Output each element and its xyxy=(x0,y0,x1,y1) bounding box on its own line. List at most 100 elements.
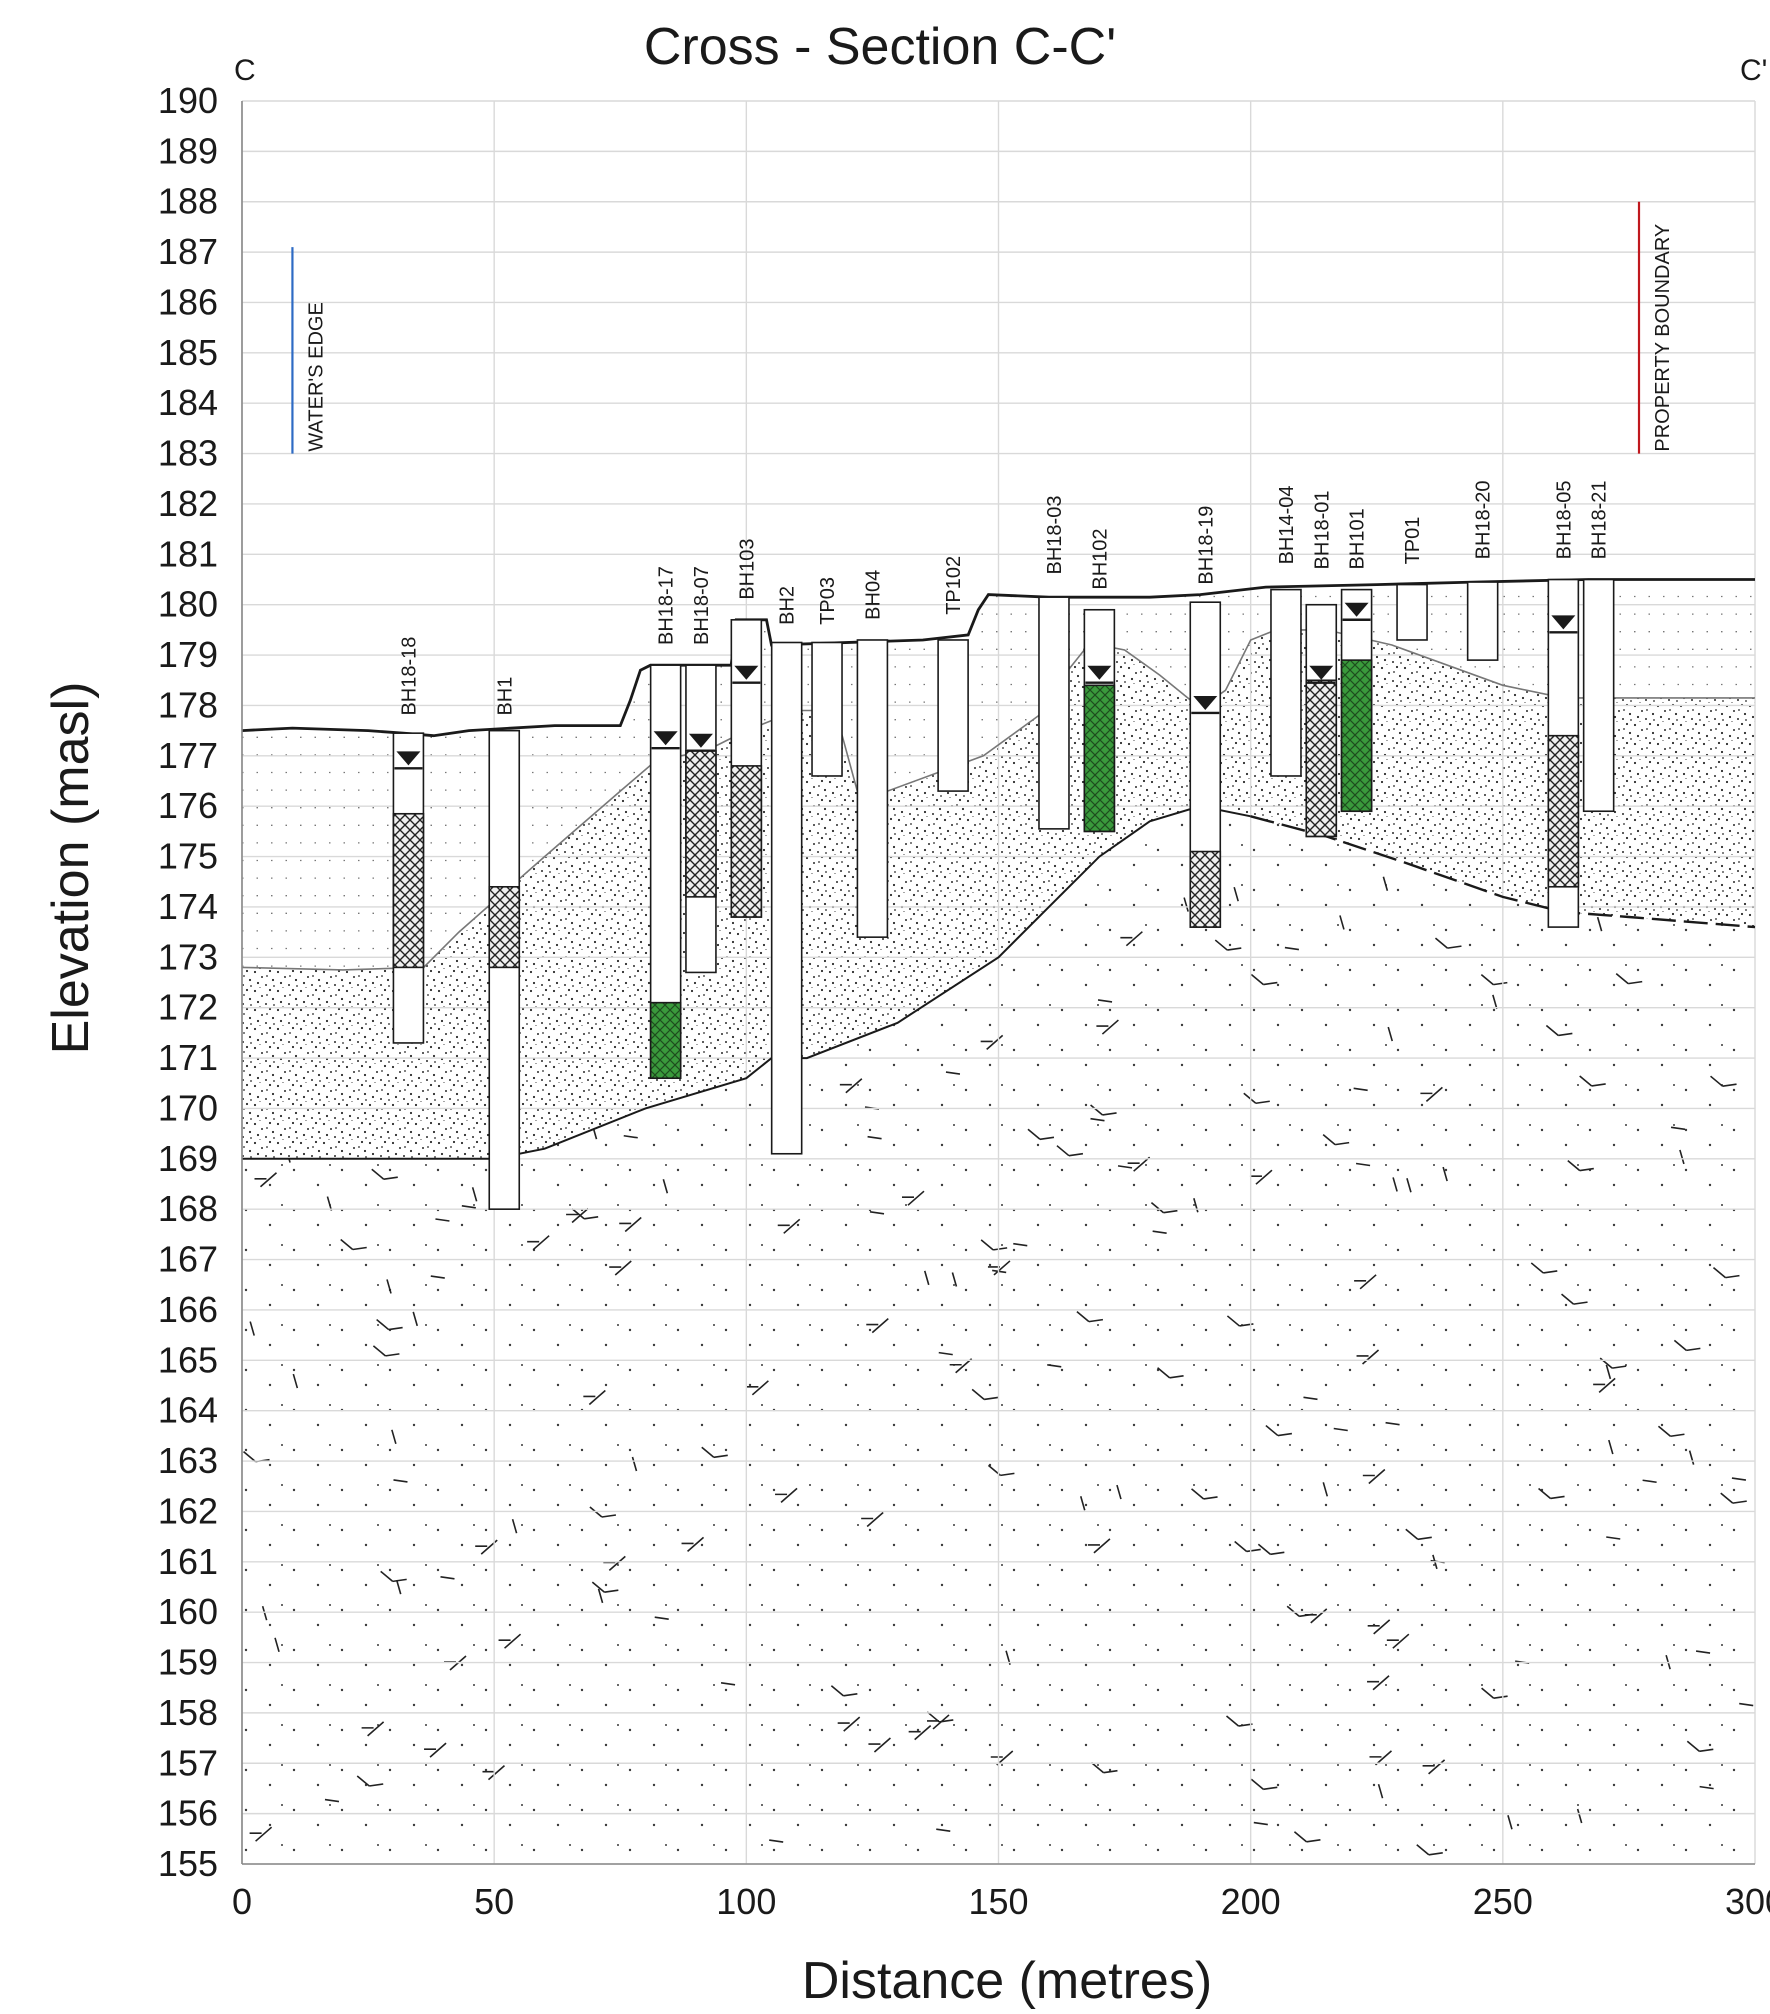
bedrock-symbol xyxy=(1615,973,1643,985)
borehole-label: BH18-05 xyxy=(1553,480,1575,559)
bedrock-symbol xyxy=(1392,1177,1398,1192)
bedrock-symbol xyxy=(1386,1633,1410,1649)
reference-marker-label: PROPERTY BOUNDARY xyxy=(1652,224,1674,452)
water-level-marker xyxy=(734,665,759,680)
chart-title: Cross - Section C-C' xyxy=(644,18,1116,76)
bedrock-symbol xyxy=(435,1218,450,1222)
bedrock-symbol xyxy=(631,1456,638,1472)
y-tick-label: 190 xyxy=(158,80,218,121)
borehole-label: BH18-19 xyxy=(1195,506,1217,585)
bedrock-symbol xyxy=(619,1216,642,1233)
bedrock-symbol xyxy=(1606,1536,1621,1540)
reference-marker-label: WATER'S EDGE xyxy=(305,302,327,451)
section-end-label: C' xyxy=(1740,54,1767,87)
bedrock-symbol xyxy=(839,1078,863,1094)
bedrock-symbol xyxy=(1608,1439,1614,1455)
bedrock-symbol xyxy=(1284,946,1300,951)
bedrock-symbol xyxy=(769,1839,784,1843)
bedrock-symbol xyxy=(1710,1075,1737,1087)
bedrock-symbol xyxy=(1193,1198,1199,1213)
borehole: TP102 xyxy=(937,556,969,792)
borehole: BH18-19 xyxy=(1189,506,1222,928)
borehole-column xyxy=(1270,588,1302,777)
water-level-marker xyxy=(1193,695,1218,710)
bedrock-symbol xyxy=(951,1272,958,1287)
bedrock-symbol xyxy=(926,1711,954,1723)
bedrock-symbol xyxy=(1605,1364,1612,1380)
bedrock-symbol xyxy=(1538,1487,1565,1500)
bedrock-symbol xyxy=(609,1260,632,1276)
bedrock-symbol xyxy=(866,1317,889,1334)
bedrock-symbol xyxy=(1250,973,1278,986)
borehole-column xyxy=(937,639,969,792)
borehole-crosshatch-interval xyxy=(1189,850,1222,928)
bedrock-symbol xyxy=(830,1685,858,1697)
borehole-column xyxy=(488,729,521,1210)
borehole: TP01 xyxy=(1396,517,1428,641)
borehole-label: BH14-04 xyxy=(1276,485,1298,564)
x-tick-label: 300 xyxy=(1725,1881,1770,1922)
bedrock-symbol xyxy=(1265,1424,1293,1437)
borehole-label: BH18-18 xyxy=(398,637,420,716)
bedrock-symbol xyxy=(1481,1687,1508,1699)
borehole: BH04 xyxy=(856,570,889,938)
y-tick-label: 159 xyxy=(158,1642,218,1683)
bedrock-symbol xyxy=(662,1179,669,1194)
y-tick-label: 188 xyxy=(158,181,218,222)
bedrock-symbol xyxy=(1530,1262,1558,1274)
grid-lines xyxy=(241,100,1756,1865)
bedrock-symbol xyxy=(1712,1266,1740,1279)
water-level-marker xyxy=(1087,665,1112,680)
bedrock-symbol xyxy=(591,1581,619,1593)
ground-surface-line xyxy=(241,578,1755,738)
bedrock-symbol xyxy=(1234,1540,1261,1553)
reference-marker: PROPERTY BOUNDARY xyxy=(1637,201,1674,454)
bedrock-symbol xyxy=(324,1798,340,1803)
bedrock-symbol xyxy=(971,1388,999,1401)
water-level-marker xyxy=(1551,615,1576,630)
y-tick-label: 155 xyxy=(158,1843,218,1884)
borehole-label: TP102 xyxy=(943,556,965,615)
bedrock-symbol xyxy=(597,1588,604,1604)
bedrock-symbol xyxy=(837,1716,861,1732)
borehole: BH102 xyxy=(1083,528,1116,833)
borehole-label: BH18-17 xyxy=(656,566,678,645)
bedrock-symbol xyxy=(1492,994,1498,1010)
borehole: BH18-07 xyxy=(685,566,717,974)
bedrock-symbol xyxy=(482,1765,506,1781)
borehole: BH2 xyxy=(770,586,803,1155)
borehole-green-interval xyxy=(649,1001,682,1080)
bedrock-symbol xyxy=(1322,1482,1329,1497)
borehole-column xyxy=(811,641,843,777)
y-tick-label: 163 xyxy=(158,1440,218,1481)
borehole: TP03 xyxy=(811,577,843,777)
y-tick-label: 182 xyxy=(158,483,218,524)
bedrock-symbol xyxy=(1120,931,1143,947)
bedrock-symbol xyxy=(498,1633,522,1649)
bedrock-symbol xyxy=(1657,1425,1685,1438)
borehole-label: TP01 xyxy=(1402,517,1424,565)
bedrock-symbol xyxy=(1369,1750,1393,1766)
y-tick-label: 189 xyxy=(158,130,218,171)
bedrock-symbol xyxy=(371,1168,398,1181)
borehole: BH18-05 xyxy=(1547,480,1580,928)
bedrock-symbol xyxy=(1090,1762,1118,1774)
y-tick-label: 176 xyxy=(158,785,218,826)
bedrock-symbol xyxy=(326,1196,333,1211)
borehole-crosshatch-interval xyxy=(488,885,521,969)
bedrock-symbol xyxy=(1420,1086,1443,1102)
borehole-crosshatch-interval xyxy=(685,749,717,898)
bedrock-symbol xyxy=(1695,1650,1711,1654)
y-tick-label: 173 xyxy=(158,936,218,977)
bedrock-symbol xyxy=(391,1429,397,1445)
borehole-green-interval xyxy=(1083,684,1116,833)
axes: 1551561571581591601611621631641651661671… xyxy=(158,80,1770,1922)
borehole-crosshatch-interval xyxy=(392,812,425,969)
borehole: BH14-04 xyxy=(1270,485,1302,777)
bedrock-symbol xyxy=(380,1570,407,1583)
borehole: BH18-03 xyxy=(1038,496,1070,830)
y-tick-label: 166 xyxy=(158,1289,218,1330)
bedrock-symbol xyxy=(1250,1778,1278,1791)
bedrock-symbol xyxy=(1442,1166,1448,1182)
